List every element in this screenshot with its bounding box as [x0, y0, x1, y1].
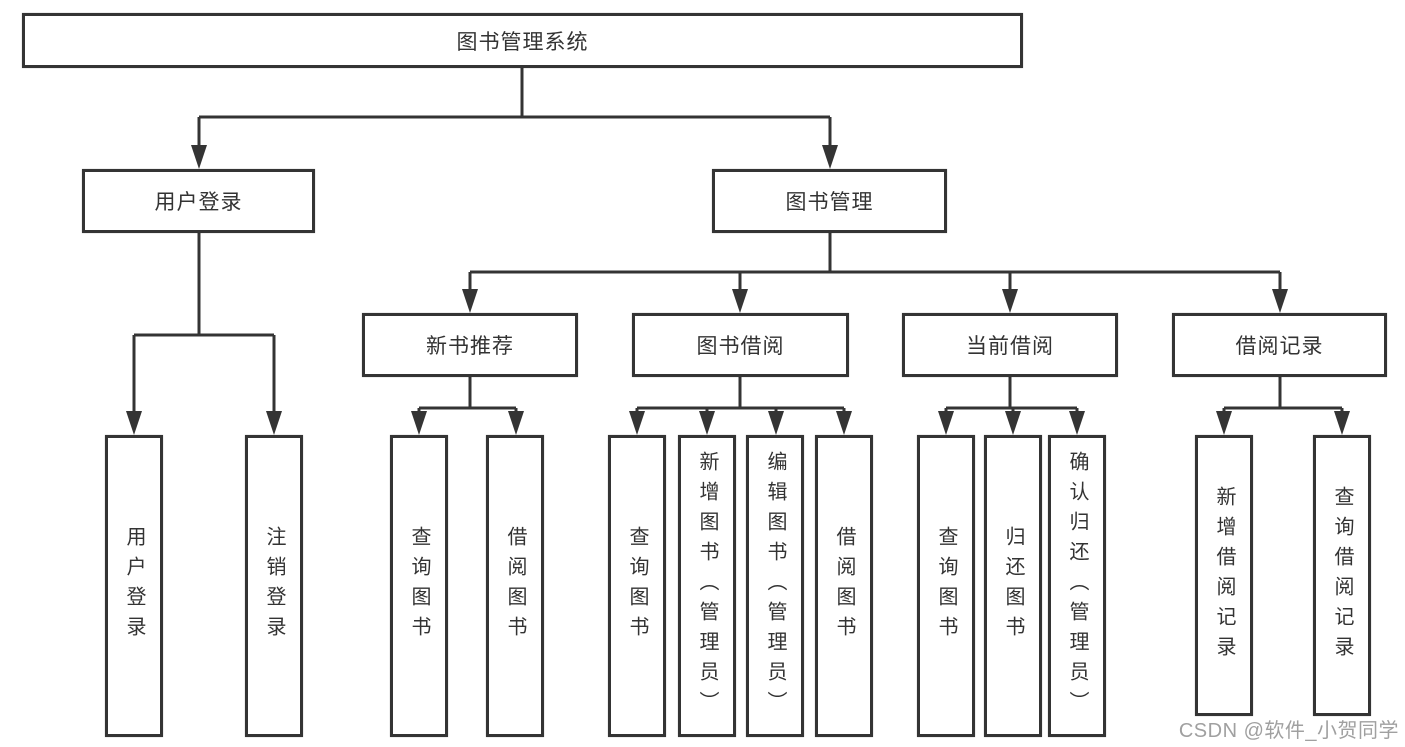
node-book-management-label: 图书管理 [785, 191, 874, 214]
leaf-add-book-admin-label: 新增图书（管理员） [696, 451, 718, 721]
node-user-login: 用户登录 [82, 169, 315, 233]
node-root-label: 图书管理系统 [456, 30, 589, 54]
arrowheads [126, 145, 1350, 435]
node-user-login-label: 用户登录 [154, 191, 243, 214]
node-book-borrow-label: 图书借阅 [696, 335, 785, 358]
leaf-confirm-return-admin: 确认归还（管理员） [1048, 435, 1106, 737]
leaf-user-login: 用户登录 [105, 435, 163, 737]
leaf-return-book: 归还图书 [984, 435, 1042, 737]
leaf-add-borrow-record: 新增借阅记录 [1195, 435, 1253, 716]
node-book-borrow: 图书借阅 [632, 313, 849, 377]
leaf-query-books-1: 查询图书 [390, 435, 448, 737]
leaf-return-book-label: 归还图书 [1002, 526, 1024, 646]
node-current-borrow-label: 当前借阅 [966, 335, 1054, 358]
node-new-book-recommend-label: 新书推荐 [426, 335, 514, 358]
leaf-borrow-books-2-label: 借阅图书 [833, 526, 855, 646]
node-book-management: 图书管理 [712, 169, 947, 233]
leaf-query-borrow-record-label: 查询借阅记录 [1331, 485, 1353, 666]
leaf-borrow-books-2: 借阅图书 [815, 435, 873, 737]
leaf-edit-book-admin: 编辑图书（管理员） [746, 435, 804, 737]
leaf-borrow-books-1-label: 借阅图书 [504, 526, 526, 646]
leaf-query-borrow-record: 查询借阅记录 [1313, 435, 1371, 716]
node-root: 图书管理系统 [22, 13, 1023, 68]
leaf-user-login-label: 用户登录 [123, 526, 145, 646]
leaf-query-books-2-label: 查询图书 [626, 526, 648, 646]
leaf-query-books-2: 查询图书 [608, 435, 666, 737]
leaf-borrow-books-1: 借阅图书 [486, 435, 544, 737]
leaf-query-books-1-label: 查询图书 [408, 526, 430, 646]
node-new-book-recommend: 新书推荐 [362, 313, 578, 377]
node-current-borrow: 当前借阅 [902, 313, 1118, 377]
leaf-edit-book-admin-label: 编辑图书（管理员） [764, 451, 786, 721]
leaf-add-book-admin: 新增图书（管理员） [678, 435, 736, 737]
node-borrow-record-label: 借阅记录 [1235, 335, 1324, 358]
leaf-add-borrow-record-label: 新增借阅记录 [1213, 485, 1235, 666]
node-borrow-record: 借阅记录 [1172, 313, 1387, 377]
leaf-query-books-3-label: 查询图书 [935, 526, 957, 646]
leaf-logout: 注销登录 [245, 435, 303, 737]
leaf-logout-label: 注销登录 [263, 526, 285, 646]
leaf-confirm-return-admin-label: 确认归还（管理员） [1066, 451, 1088, 721]
leaf-query-books-3: 查询图书 [917, 435, 975, 737]
csdn-watermark: CSDN @软件_小贺同学 [1178, 720, 1399, 742]
